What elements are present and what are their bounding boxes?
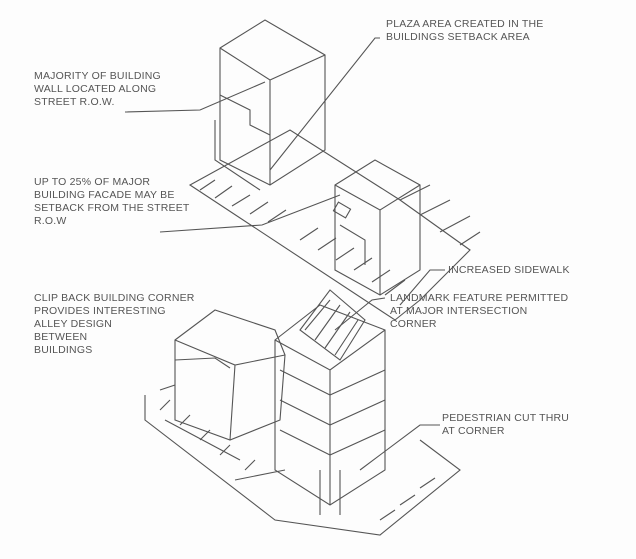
sidewalk-label: INCREASED SIDEWALK	[448, 264, 570, 276]
sidewalk-leader	[399, 269, 445, 306]
top-left-building	[214, 19, 326, 191]
ped-arrow	[234, 469, 286, 481]
setback-leader	[159, 194, 341, 233]
plaza-leader	[269, 37, 380, 171]
bottom-sidewalk	[144, 395, 461, 536]
clip-leader	[174, 357, 231, 369]
wall-leader	[124, 81, 266, 113]
bottom-right-building	[274, 289, 386, 515]
landmark-leader	[334, 297, 386, 331]
top-sidewalk	[188, 129, 481, 321]
bottom-left-building	[159, 309, 286, 461]
pedestrian-leader	[359, 424, 440, 471]
top-right-building	[334, 159, 421, 296]
